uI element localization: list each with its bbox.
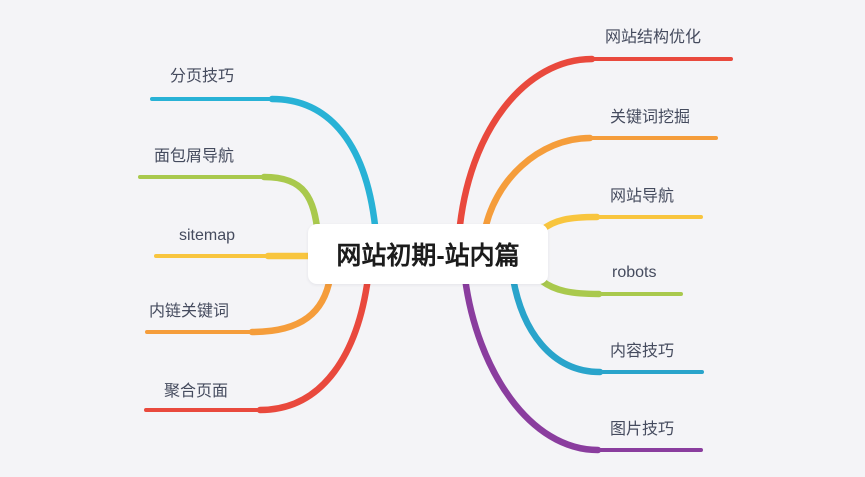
node-label-keyword-mining[interactable]: 关键词挖掘	[610, 109, 691, 126]
center-node[interactable]: 网站初期-站内篇	[308, 224, 548, 284]
node-label-aggregate-pages[interactable]: 聚合页面	[164, 383, 229, 400]
node-label-sitemap[interactable]: sitemap	[179, 227, 236, 244]
keyword-mining-branch-trunk	[480, 134, 594, 239]
robots-branch-trunk	[538, 277, 603, 298]
site-navigation-branch-trunk	[538, 213, 601, 234]
internal-link-keywords-branch-trunk	[248, 274, 334, 336]
keyword-mining-branch	[482, 136, 718, 237]
pagination-tips-branch-trunk	[268, 95, 380, 239]
pagination-tips-branch	[150, 97, 378, 237]
content-tips-branch-trunk	[509, 274, 604, 376]
node-label-robots[interactable]: robots	[612, 264, 657, 281]
node-label-pagination-tips[interactable]: 分页技巧	[170, 68, 235, 85]
node-label-site-structure[interactable]: 网站结构优化	[605, 29, 702, 46]
node-label-site-navigation[interactable]: 网站导航	[610, 188, 675, 205]
aggregate-pages-branch-trunk	[256, 274, 372, 414]
node-label-breadcrumb-nav[interactable]: 面包屑导航	[154, 148, 235, 165]
site-structure-branch-trunk	[455, 55, 596, 239]
node-label-image-tips[interactable]: 图片技巧	[610, 421, 675, 438]
site-structure-branch	[457, 57, 733, 237]
node-label-content-tips[interactable]: 内容技巧	[610, 343, 675, 360]
image-tips-branch-trunk	[461, 274, 602, 454]
center-node-label: 网站初期-站内篇	[336, 242, 520, 270]
node-label-internal-link-keywords[interactable]: 内链关键词	[149, 303, 230, 320]
breadcrumb-nav-branch-trunk	[260, 173, 322, 239]
